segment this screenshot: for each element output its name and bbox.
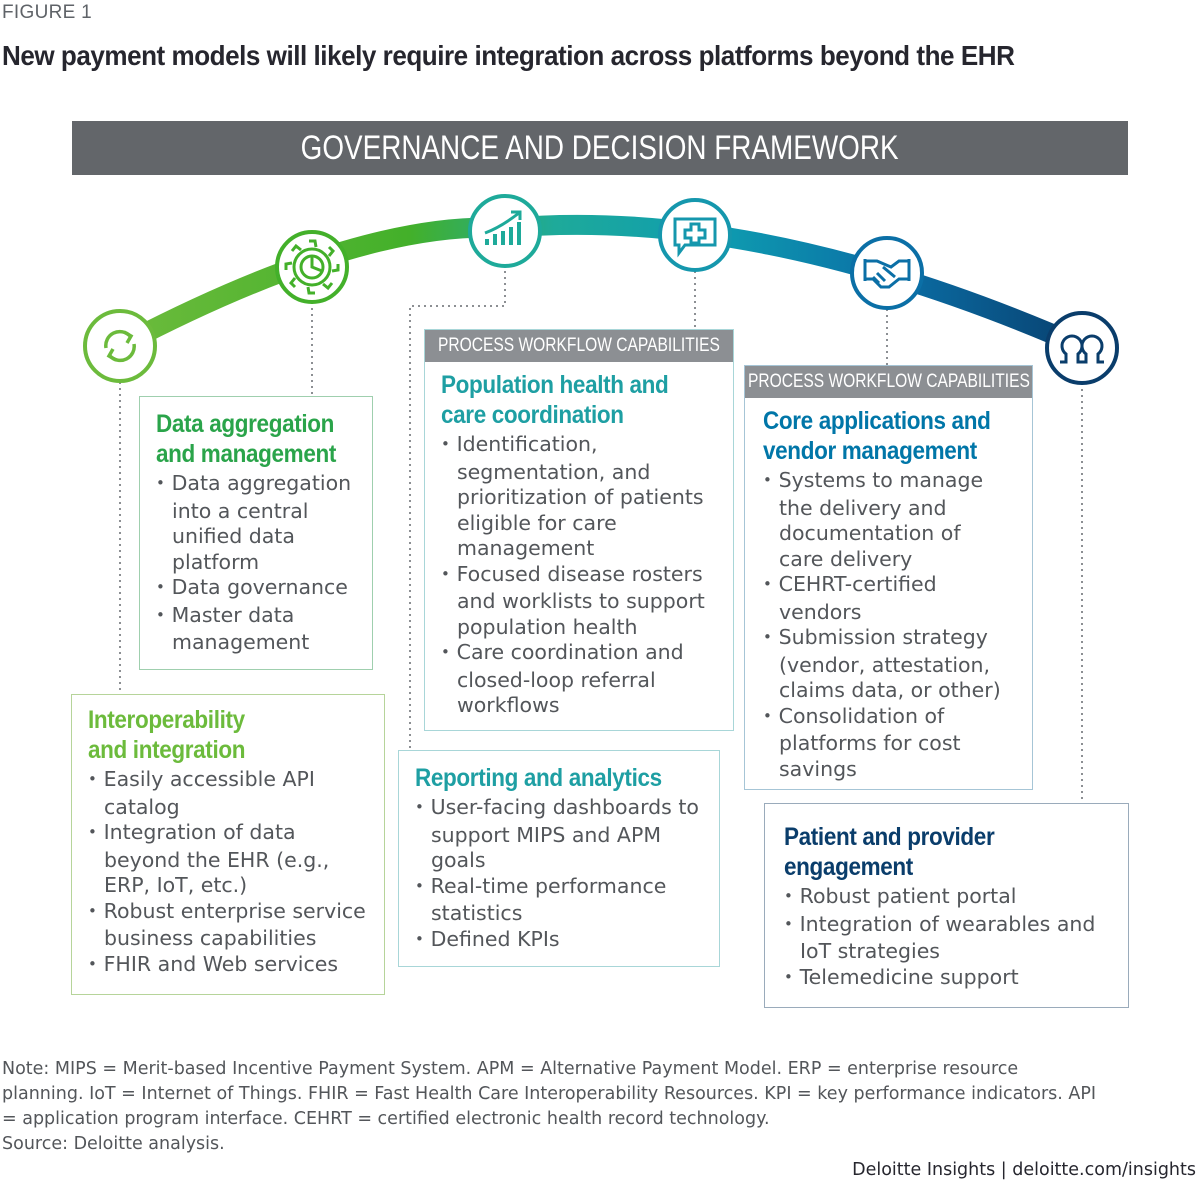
population-health-title: Population health and care coordination: [441, 371, 669, 429]
data-aggregation-box: Data aggregation and management Data agg…: [139, 396, 373, 670]
list-item: Robust enterprise service business capab…: [88, 899, 394, 952]
list-item: Easily accessible API catalog: [88, 767, 354, 820]
data-aggregation-list: Data aggregation into a central unified …: [156, 471, 372, 656]
note-line: = application program interface. CEHRT =…: [2, 1109, 770, 1129]
governance-bar: GOVERNANCE AND DECISION FRAMEWORK: [72, 121, 1128, 175]
reporting-list: User-facing dashboards to support MIPS a…: [415, 795, 719, 954]
dotted-connectors: [119, 265, 1083, 803]
process-workflow-tag: PROCESS WORKFLOW CAPABILITIES: [425, 330, 733, 362]
list-item: Submission strategy (vendor, attestation…: [763, 625, 1039, 704]
core-apps-list: Systems to manage the delivery and docum…: [763, 468, 1032, 782]
list-item: Data aggregation into a central unified …: [156, 471, 362, 575]
figure-note: Note: MIPS = Merit-based Incentive Payme…: [2, 1057, 1198, 1157]
list-item: Integration of wearables and IoT strateg…: [784, 912, 1120, 965]
list-item: CEHRT-certified vendors: [763, 572, 969, 625]
patient-engagement-list: Robust patient portal Integration of wea…: [784, 884, 1128, 992]
list-item: Care coordination and closed-loop referr…: [441, 640, 707, 719]
patient-engagement-box: Patient and provider engagement Robust p…: [764, 803, 1129, 1008]
reporting-title: Reporting and analytics: [415, 764, 662, 792]
interoperability-box: Interoperability and integration Easily …: [71, 694, 385, 995]
handshake-icon: [850, 236, 924, 310]
list-item: Integration of data beyond the EHR (e.g.…: [88, 820, 354, 899]
list-item: Identification, segmentation, and priori…: [441, 432, 732, 562]
list-item: Consolidation of platforms for cost savi…: [763, 704, 989, 783]
list-item: Defined KPIs: [415, 927, 719, 955]
interoperability-title: Interoperability and integration: [88, 706, 246, 764]
medical-chat-cross-icon: [658, 198, 732, 272]
gear-pie-chart-icon: [275, 230, 349, 304]
list-item: Data governance: [156, 575, 372, 603]
process-workflow-tag: PROCESS WORKFLOW CAPABILITIES: [745, 366, 1032, 398]
governance-bar-label: GOVERNANCE AND DECISION FRAMEWORK: [301, 128, 899, 167]
list-item: Focused disease rosters and worklists to…: [441, 562, 732, 641]
list-item: Real-time performance statistics: [415, 874, 691, 927]
note-line: Note: MIPS = Merit-based Incentive Payme…: [2, 1059, 1019, 1079]
data-aggregation-title: Data aggregation and management: [156, 410, 337, 468]
list-item: FHIR and Web services: [88, 952, 384, 980]
core-apps-title: Core applications and vendor management: [763, 407, 991, 465]
rising-bar-chart-icon: [468, 194, 542, 268]
list-item: Master data management: [156, 603, 342, 656]
list-item: Telemedicine support: [784, 965, 1128, 993]
source-line: Source: Deloitte analysis.: [2, 1134, 225, 1154]
figure-label: FIGURE 1: [2, 2, 93, 23]
core-apps-box: PROCESS WORKFLOW CAPABILITIES Core appli…: [744, 365, 1033, 790]
patient-engagement-title: Patient and provider engagement: [784, 823, 995, 881]
figure-title: New payment models will likely require i…: [2, 40, 1015, 71]
note-line: planning. IoT = Internet of Things. FHIR…: [2, 1084, 1097, 1104]
list-item: User-facing dashboards to support MIPS a…: [415, 795, 721, 874]
refresh-arrows-icon: [83, 309, 157, 383]
reporting-box: Reporting and analytics User-facing dash…: [398, 750, 720, 967]
list-item: Robust patient portal: [784, 884, 1128, 912]
people-icon: [1045, 311, 1119, 385]
brand-footer: Deloitte Insights | deloitte.com/insight…: [852, 1160, 1196, 1180]
interoperability-list: Easily accessible API catalog Integratio…: [88, 767, 384, 979]
population-health-box: PROCESS WORKFLOW CAPABILITIES Population…: [424, 329, 734, 731]
list-item: Systems to manage the delivery and docum…: [763, 468, 1004, 572]
population-health-list: Identification, segmentation, and priori…: [441, 432, 733, 719]
